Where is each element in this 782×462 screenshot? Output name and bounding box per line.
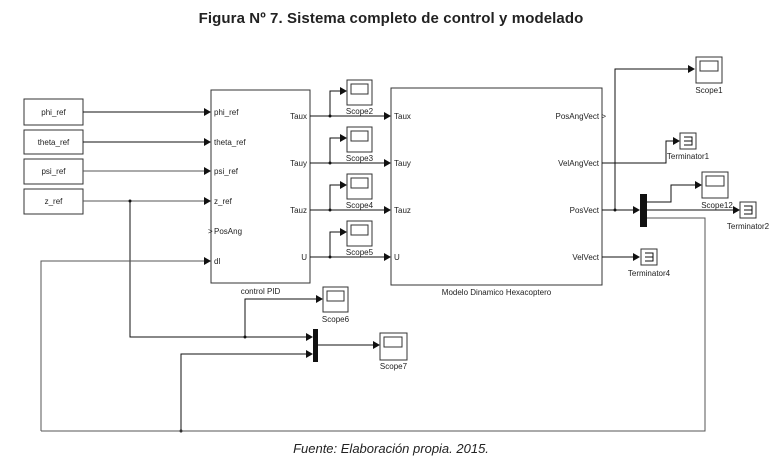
scope-label: Scope4 <box>346 201 374 210</box>
terminator4-block[interactable]: Terminator4 <box>628 248 671 278</box>
pid-input-port: > <box>208 227 213 236</box>
arrow-head <box>204 197 211 205</box>
arrow-head <box>306 350 313 358</box>
terminator-glyph <box>744 205 753 215</box>
scope-label: Scope5 <box>346 248 374 257</box>
scope7-block[interactable]: Scope7 <box>379 332 408 371</box>
arrow-head <box>688 65 695 73</box>
scope-label: Scope6 <box>322 315 350 324</box>
terminator-label: Terminator1 <box>667 152 710 161</box>
model-output-port: VelVect <box>572 253 599 262</box>
model-output-port: PosAngVect > <box>556 112 607 121</box>
scope1-block[interactable]: Scope1 <box>695 56 723 95</box>
figure-title: Figura Nº 7. Sistema completo de control… <box>198 10 584 27</box>
source-block-theta-ref[interactable]: theta_ref <box>23 129 84 155</box>
scope5-block[interactable]: Scope5 <box>346 220 374 257</box>
wire-scope6 <box>244 298 318 337</box>
pid-output-port: U <box>301 253 307 262</box>
arrow-head <box>204 108 211 116</box>
source-label: psi_ref <box>41 167 66 176</box>
arrow-head <box>340 134 347 142</box>
source-label: phi_ref <box>41 108 66 117</box>
arrow-head <box>695 181 702 189</box>
wire-z-ref-branch <box>129 201 308 338</box>
source-block-z-ref[interactable]: z_ref <box>23 188 84 215</box>
pid-output-port: Tauy <box>290 159 307 168</box>
model-input-port: Tauy <box>394 159 411 168</box>
arrow-head <box>340 228 347 236</box>
pid-input-port: phi_ref <box>214 108 239 117</box>
wire-feedback-loop <box>41 217 706 432</box>
scope12-block[interactable]: Scope12 <box>701 171 733 210</box>
arrow-head <box>384 253 391 261</box>
control-pid-block[interactable]: phi_ref theta_ref psi_ref z_ref > PosAng… <box>208 89 311 284</box>
scope-label: Scope12 <box>701 201 733 210</box>
arrow-head <box>373 341 380 349</box>
arrow-head <box>204 138 211 146</box>
wire-feedback-mux <box>180 353 308 431</box>
arrow-head <box>384 206 391 214</box>
wire-branch-scope4 <box>329 184 342 210</box>
wire-posvect-scope1 <box>614 68 690 210</box>
demux-block[interactable] <box>640 194 647 227</box>
scope-label: Scope3 <box>346 154 374 163</box>
scope3-block[interactable]: Scope3 <box>346 126 374 163</box>
pid-input-port: PosAng <box>214 227 242 236</box>
arrow-head <box>340 87 347 95</box>
arrow-head <box>204 167 211 175</box>
scope4-block[interactable]: Scope4 <box>346 173 374 210</box>
source-label: z_ref <box>45 197 64 206</box>
terminator-label: Terminator2 <box>727 222 770 231</box>
terminator2-block[interactable]: Terminator2 <box>727 201 770 231</box>
arrow-head <box>384 159 391 167</box>
pid-block-name: control PID <box>241 287 281 296</box>
scope-label: Scope7 <box>380 362 408 371</box>
source-block-psi-ref[interactable]: psi_ref <box>23 158 84 185</box>
wire-branch-scope3 <box>329 137 342 163</box>
arrow-head <box>306 333 313 341</box>
model-output-port: PosVect <box>570 206 600 215</box>
mux-block[interactable] <box>313 329 318 362</box>
arrow-head <box>633 206 640 214</box>
source-block-phi-ref[interactable]: phi_ref <box>23 98 84 126</box>
model-block-name: Modelo Dinamico Hexacoptero <box>442 288 552 297</box>
scope2-block[interactable]: Scope2 <box>346 79 374 116</box>
pid-input-port: dl <box>214 257 220 266</box>
figure-caption: Fuente: Elaboración propia. 2015. <box>293 441 489 456</box>
model-input-port: U <box>394 253 400 262</box>
pid-output-port: Taux <box>290 112 307 121</box>
source-label: theta_ref <box>38 138 70 147</box>
arrow-head <box>316 295 323 303</box>
pid-input-port: z_ref <box>214 197 233 206</box>
terminator1-block[interactable]: Terminator1 <box>667 132 710 161</box>
model-output-port: VelAngVect <box>558 159 600 168</box>
wire-branch-scope2 <box>329 90 342 116</box>
arrow-head <box>340 181 347 189</box>
scope6-block[interactable]: Scope6 <box>322 286 350 324</box>
terminator-glyph <box>684 136 693 146</box>
arrow-head <box>384 112 391 120</box>
scope-label: Scope1 <box>695 86 723 95</box>
arrow-head <box>204 257 211 265</box>
scope-label: Scope2 <box>346 107 374 116</box>
wire-demux-scope12 <box>647 184 697 203</box>
model-input-port: Taux <box>394 112 411 121</box>
wire-branch-scope5 <box>329 231 342 257</box>
arrow-head <box>633 253 640 261</box>
pid-output-port: Tauz <box>290 206 307 215</box>
wire-velangvect <box>602 140 675 164</box>
wire-feedback-dl <box>40 260 206 431</box>
model-input-port: Tauz <box>394 206 411 215</box>
terminator-label: Terminator4 <box>628 269 671 278</box>
terminator-glyph <box>645 252 654 262</box>
pid-input-port: theta_ref <box>214 138 246 147</box>
pid-input-port: psi_ref <box>214 167 239 176</box>
hexacopter-model-block[interactable]: Taux Tauy Tauz U PosAngVect > VelAngVect… <box>390 87 607 286</box>
arrow-head <box>673 137 680 145</box>
arrow-head <box>733 206 740 214</box>
